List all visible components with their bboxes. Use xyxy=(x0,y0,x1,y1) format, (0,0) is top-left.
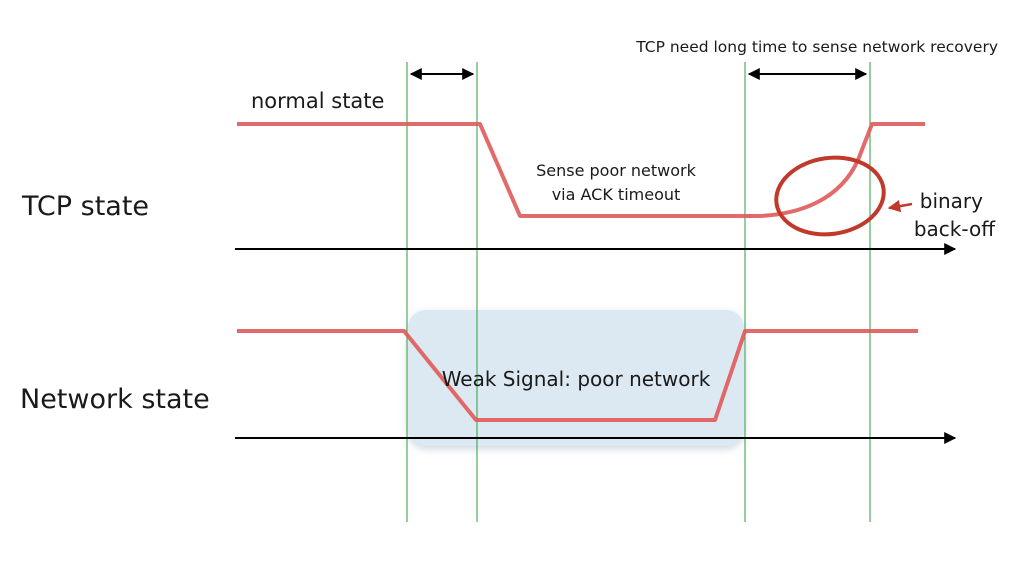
backoff-label: back-off xyxy=(914,217,996,241)
backoff-pointer-arrow xyxy=(887,199,913,213)
recovery-note: TCP need long time to sense network reco… xyxy=(635,38,998,56)
sense-poor-network-line1: Sense poor network xyxy=(536,161,697,180)
binary-label: binary xyxy=(920,189,983,213)
tcp-state-label: TCP state xyxy=(21,191,149,222)
normal-state-label: normal state xyxy=(251,89,384,113)
backoff-highlight-ring xyxy=(774,155,886,237)
weak-signal-box xyxy=(408,310,744,446)
network-state-signal xyxy=(237,329,918,422)
network-state-label: Network state xyxy=(20,384,210,415)
sense-poor-network-line2: via ACK timeout xyxy=(552,185,681,204)
weak-signal-label: Weak Signal: poor network xyxy=(442,367,711,391)
